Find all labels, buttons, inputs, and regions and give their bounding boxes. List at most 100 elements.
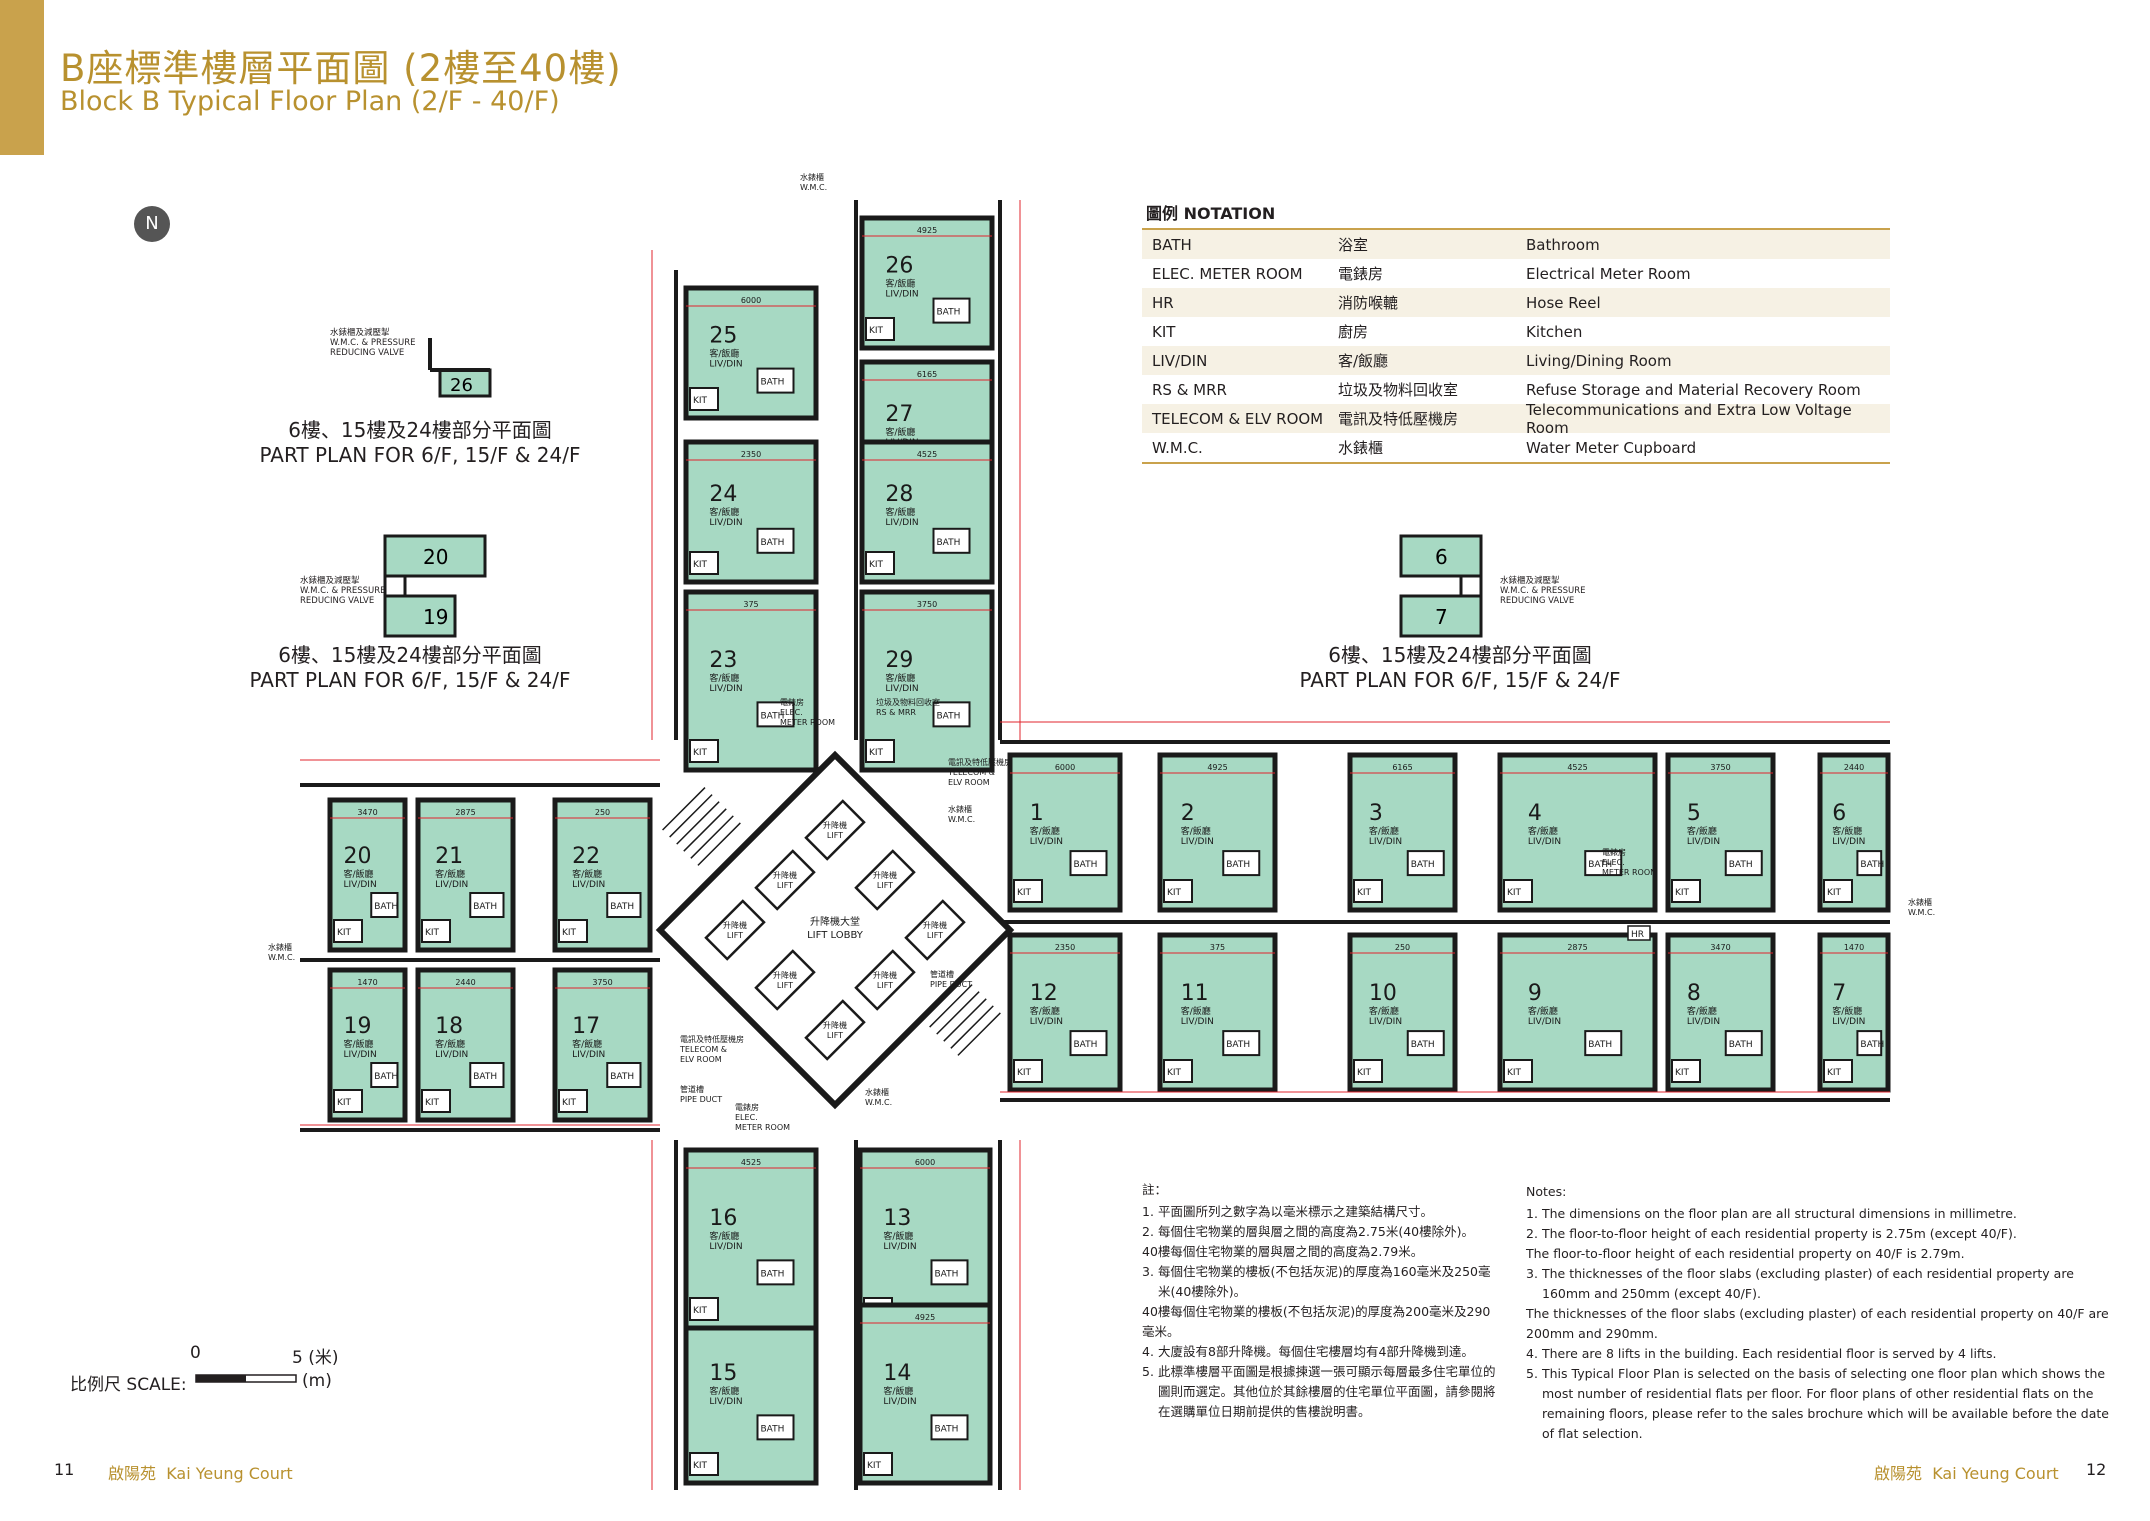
note-en-3: 3.The thicknesses of the floor slabs (ex… — [1526, 1266, 2074, 1301]
note-en-4: 4.There are 8 lifts in the building. Eac… — [1526, 1346, 1997, 1361]
unit-5-livdin-zh: 客/飯廳 — [1687, 825, 1717, 837]
unit-12-bath — [1069, 1030, 1108, 1057]
unit-8-kit — [1671, 1059, 1701, 1083]
stair-2-tread-5 — [957, 1012, 1001, 1056]
unit-7-kit — [1823, 1059, 1853, 1083]
unit-22-livdin-zh: 客/飯廳 — [572, 868, 602, 880]
unit-17-bath — [606, 1062, 642, 1088]
unit-6-livdin-en: LIV/DIN — [1832, 837, 1865, 847]
part-plan-20-label: 20 — [423, 545, 448, 569]
service-room-6-zh: 水錶櫃 — [268, 942, 292, 952]
lift-lobby-zh: 升降機大堂 — [810, 915, 860, 928]
unit-6-number: 6 — [1832, 801, 1846, 826]
unit-16-bath — [756, 1259, 795, 1286]
unit-2-kit-label: KIT — [1167, 888, 1182, 898]
unit-28-bath — [932, 527, 971, 554]
note-zh-5: 5.此標準樓層平面圖是根據揀選一張可顯示每層最多住宅單位的圖則而選定。其他位於其… — [1142, 1364, 1496, 1419]
service-room-1-zh: 水錶櫃 — [800, 172, 824, 182]
lift-7-zh: 升降機 — [873, 970, 897, 980]
unit-24-livdin-en: LIV/DIN — [709, 518, 742, 528]
service-room-2-zh: 電訊及特低壓機房 — [948, 757, 1012, 767]
unit-3-dim: 6165 — [1392, 763, 1412, 772]
unit-14-livdin-en: LIV/DIN — [883, 1397, 916, 1407]
unit-1-bath-label: BATH — [1074, 860, 1098, 870]
unit-2-bath-label: BATH — [1226, 860, 1250, 870]
stair-2-tread-4 — [950, 1005, 994, 1049]
unit-11-kit — [1163, 1059, 1193, 1083]
service-room-8-en1: PIPE DUCT — [930, 980, 972, 989]
note-zh-2b: 40樓每個住宅物業的層與層之間的高度為2.79米。 — [1142, 1244, 1424, 1259]
service-room-10-en2: METER ROOM — [735, 1123, 790, 1132]
unit-19-kit — [333, 1089, 363, 1113]
service-room-11-zh: 水錶櫃 — [865, 1087, 889, 1097]
unit-7-bath — [1856, 1030, 1883, 1057]
service-room-11-en1: W.M.C. — [865, 1098, 892, 1107]
note-zh-4: 4.大廈設有8部升降機。每個住宅樓層均有4部升降機到達。 — [1142, 1344, 1474, 1359]
service-room-12-en2: METER ROOM — [1602, 868, 1657, 877]
unit-20-bath — [370, 892, 399, 918]
unit-1-outline — [1007, 752, 1123, 913]
lift-4-box — [704, 899, 766, 961]
service-room-12-zh: 電錶房 — [1602, 847, 1626, 857]
scale-zero: 0 — [190, 1343, 201, 1363]
unit-12-livdin-zh: 客/飯廳 — [1030, 1005, 1060, 1017]
note-zh-3b: 40樓每個住宅物業的樓板(不包括灰泥)的厚度為200毫米及290毫米。 — [1142, 1304, 1491, 1339]
unit-28-number: 28 — [885, 482, 913, 507]
unit-6-dim: 2440 — [1844, 763, 1864, 772]
unit-1-kit — [1013, 879, 1043, 903]
unit-27-number: 27 — [885, 402, 913, 427]
unit-16-number: 16 — [709, 1206, 737, 1231]
page-title-en: Block B Typical Floor Plan (2/F - 40/F) — [60, 86, 560, 117]
unit-25-kit — [689, 387, 719, 411]
unit-14-dim: 4925 — [915, 1313, 935, 1322]
unit-9-livdin-en: LIV/DIN — [1528, 1017, 1561, 1027]
unit-15-number: 15 — [709, 1361, 737, 1386]
stair-1-tread-2 — [676, 801, 720, 845]
unit-13-bath — [930, 1259, 969, 1286]
unit-23-kit — [689, 739, 719, 763]
unit-22-bath — [606, 892, 642, 918]
unit-8-dim: 3470 — [1710, 943, 1730, 952]
part-plan-19-label: 19 — [423, 605, 448, 629]
unit-26-bath — [932, 297, 971, 324]
stair-2-tread-0 — [922, 977, 966, 1021]
notation-heading: 圖例 NOTATION — [1142, 200, 1890, 230]
unit-24-kit — [689, 551, 719, 575]
unit-22-kit — [558, 919, 588, 943]
unit-6-kit — [1823, 879, 1853, 903]
unit-29-livdin-zh: 客/飯廳 — [885, 672, 915, 684]
unit-11-bath-label: BATH — [1226, 1040, 1250, 1050]
unit-29-kit — [865, 739, 895, 763]
unit-16-livdin-zh: 客/飯廳 — [709, 1230, 739, 1242]
note-en-3b: The thicknesses of the floor slabs (excl… — [1526, 1306, 2109, 1341]
unit-24-number: 24 — [709, 482, 737, 507]
unit-8-livdin-en: LIV/DIN — [1687, 1017, 1720, 1027]
service-room-5-en2: METER ROOM — [780, 718, 835, 727]
lift-3-zh: 升降機 — [873, 870, 897, 880]
unit-18-kit-label: KIT — [425, 1098, 440, 1108]
unit-15-kit — [689, 1452, 719, 1476]
unit-8-bath-label: BATH — [1729, 1040, 1753, 1050]
service-room-13-zh: 水錶櫃 — [1908, 897, 1932, 907]
lift-8-box — [804, 999, 866, 1061]
